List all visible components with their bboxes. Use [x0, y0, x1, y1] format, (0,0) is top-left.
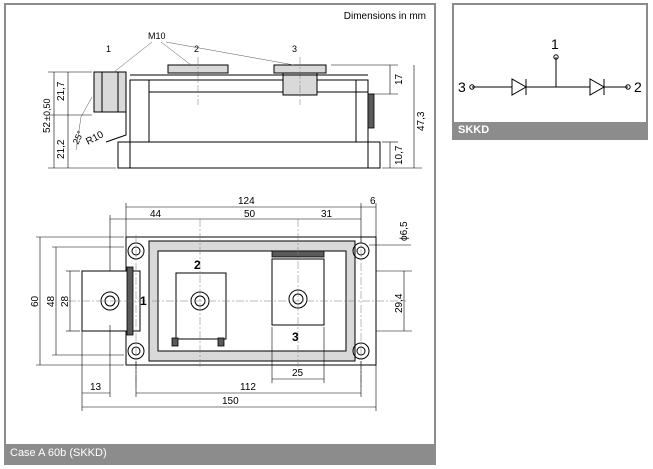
hole-diameter: ϕ6,5	[399, 221, 410, 241]
node-1-label: 1	[551, 36, 559, 52]
dim-terminal-width: 28	[60, 295, 71, 307]
housing-side-outline	[129, 79, 369, 143]
top-terminal-3-label: 3	[292, 330, 299, 344]
thread-label: M10	[148, 31, 166, 41]
dim-pitch-1: 44	[150, 209, 162, 220]
node-1-terminal	[553, 54, 559, 60]
circuit-schematic: 1 3 2	[458, 36, 642, 96]
dim-pitch-2: 50	[244, 209, 256, 220]
node-2-label: 2	[634, 79, 642, 95]
dim-base-height: 10,7	[394, 145, 405, 165]
dimension-drawing-panel: Dimensions in mm	[4, 3, 436, 465]
dim-terminal-3-width: 25	[292, 368, 304, 379]
dim-lower-height: 21,2	[56, 139, 67, 159]
drawing-caption: Case A 60b (SKKD)	[6, 444, 434, 463]
dim-left-offset: 13	[90, 382, 102, 393]
side-terminal-3-label: 3	[292, 44, 297, 54]
dim-mounting: 112	[240, 382, 256, 393]
side-view: M10 1 2 3 21,7 52 ±0,50 21,2 25° R10	[42, 31, 427, 169]
dim-length: 150	[222, 396, 239, 407]
terminal-1-block	[93, 71, 127, 113]
mechanical-drawing: M10 1 2 3 21,7 52 ±0,50 21,2 25° R10	[30, 31, 427, 411]
dim-total-height: 52	[42, 121, 53, 133]
dim-terminal-span: 124	[238, 196, 255, 207]
side-terminal-1-label: 1	[106, 44, 111, 54]
dim-upper-height: 21,7	[56, 81, 67, 101]
dim-hole-offset: 6	[370, 196, 376, 207]
schematic-panel: 1 3 2 SKKD	[452, 3, 648, 140]
dim-terminal-height: 17	[394, 73, 405, 85]
dim-total-tolerance: ±0,50	[42, 99, 52, 121]
dim-pitch-3: 31	[321, 209, 333, 220]
node-2-terminal	[625, 84, 631, 90]
units-note: Dimensions in mm	[343, 11, 426, 22]
node-3-terminal	[469, 84, 475, 90]
dim-hole-spacing: 29,4	[394, 293, 405, 313]
node-3-label: 3	[458, 79, 466, 95]
schematic-caption: SKKD	[454, 122, 646, 138]
dim-width-outer: 60	[30, 295, 41, 307]
top-terminal-1-label: 1	[140, 294, 147, 308]
side-terminal-2-label: 2	[194, 44, 199, 54]
side-cap	[367, 93, 375, 129]
baseplate-side	[117, 141, 381, 169]
top-terminal-2-label: 2	[194, 258, 201, 272]
radius-label: R10	[84, 129, 106, 148]
diode-1-symbol	[511, 78, 528, 96]
top-view: 1 2 3 124 6 44 50 31 ϕ6,5 29,4	[30, 196, 412, 411]
diode-2-symbol	[589, 78, 606, 96]
dim-overall-height: 47,3	[416, 111, 427, 131]
dim-width-inner: 48	[46, 295, 57, 307]
